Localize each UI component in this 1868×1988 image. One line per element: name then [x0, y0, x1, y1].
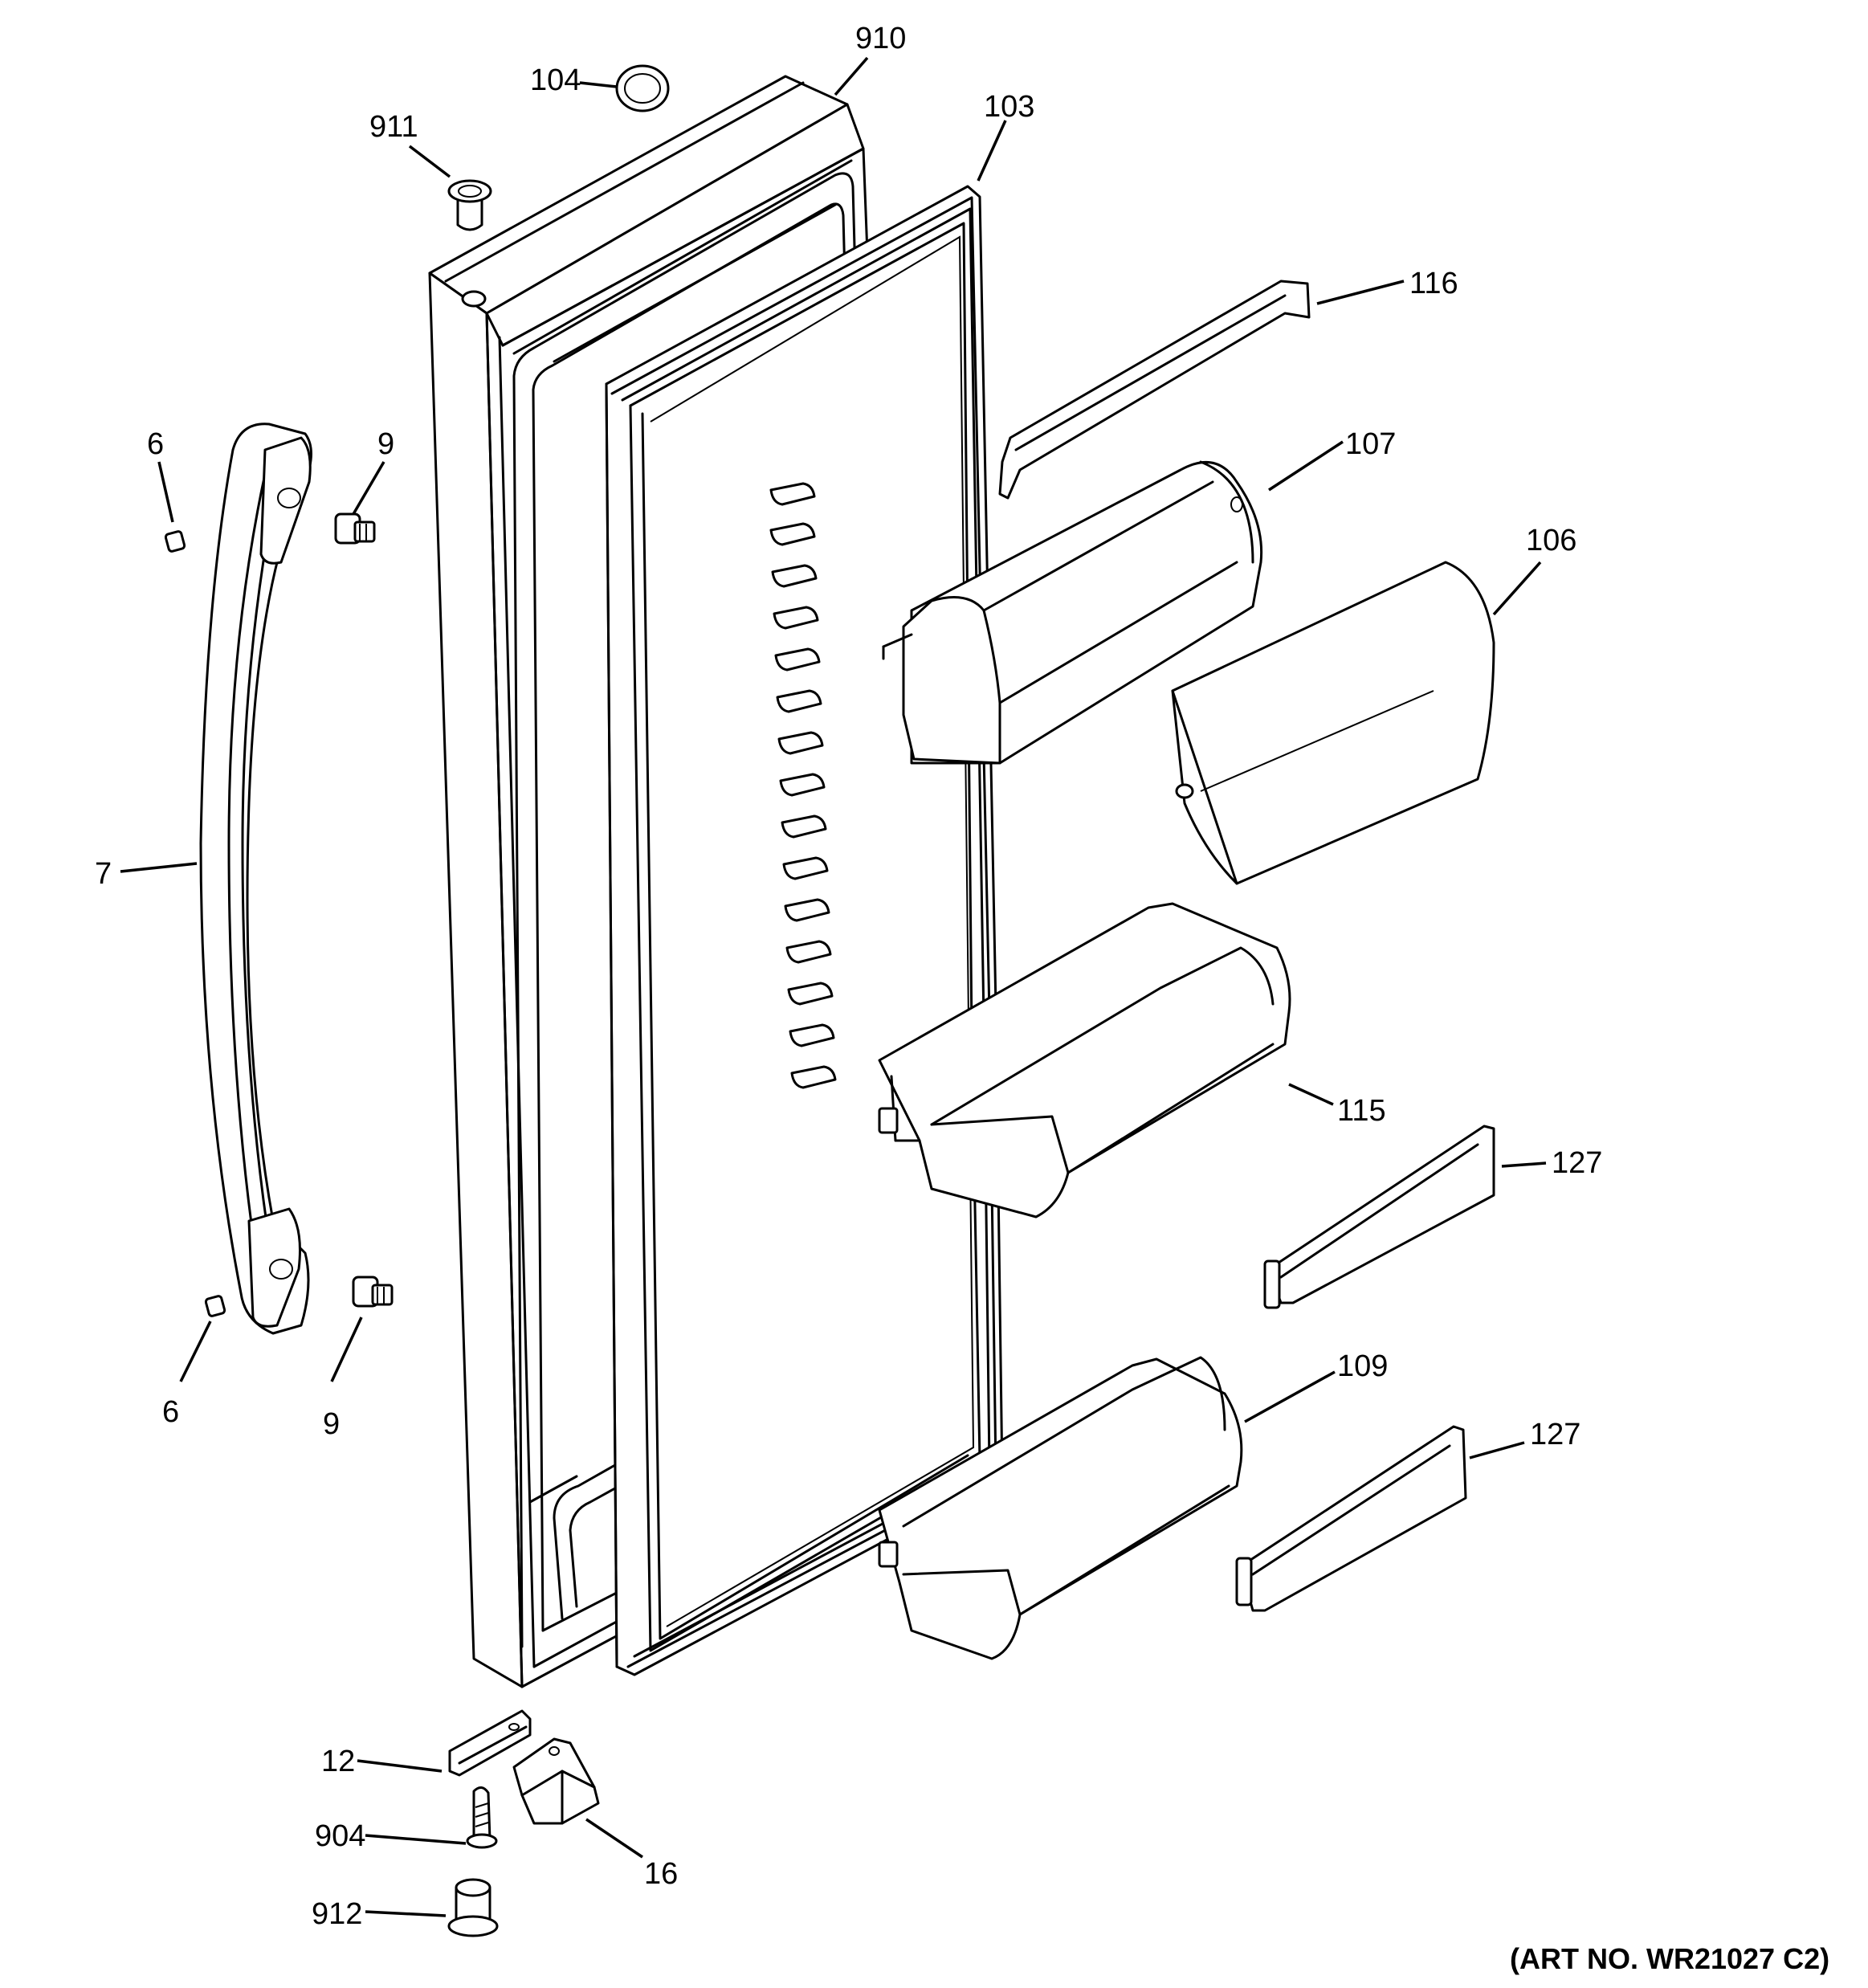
callout-9-bottom: 9 — [323, 1407, 340, 1441]
door-handle-7 — [199, 423, 312, 1335]
door-gasket-103 — [605, 185, 1004, 1676]
callout-109: 109 — [1337, 1349, 1388, 1383]
bottom-hinge-16 — [512, 1737, 600, 1825]
callout-911: 911 — [369, 110, 418, 144]
bushing-912 — [447, 1878, 499, 1937]
art-number: (ART NO. WR21027 C2) — [1510, 1942, 1830, 1975]
callout-115: 115 — [1337, 1094, 1386, 1128]
door-bin-109 — [878, 1356, 1243, 1660]
set-screw-6-bottom — [204, 1295, 226, 1317]
callout-127-top: 127 — [1552, 1146, 1602, 1180]
callout-7: 7 — [95, 857, 112, 891]
bin-front-127-bottom — [1235, 1425, 1467, 1612]
washer-104 — [615, 64, 670, 112]
callout-106: 106 — [1526, 524, 1576, 557]
callout-6-bottom: 6 — [162, 1395, 179, 1429]
callout-12: 12 — [321, 1745, 355, 1778]
screw-904 — [466, 1786, 498, 1849]
callout-6-top: 6 — [147, 427, 164, 461]
bushing-911 — [447, 179, 492, 231]
callout-127-bottom: 127 — [1530, 1418, 1580, 1451]
callout-104: 104 — [530, 63, 581, 97]
callout-16: 16 — [644, 1857, 678, 1891]
door-liner — [512, 172, 888, 1648]
bin-front-127-top — [1263, 1125, 1495, 1309]
leader-lines — [120, 56, 1547, 1917]
callout-904: 904 — [315, 1819, 365, 1853]
callout-103: 103 — [984, 90, 1034, 124]
mounting-stud-9-top — [334, 512, 376, 545]
door-bin-115 — [878, 902, 1291, 1219]
door-bin-107 — [882, 460, 1263, 765]
callout-labels: 910 104 911 103 116 107 106 6 9 7 115 12… — [95, 22, 1602, 1931]
callout-912: 912 — [312, 1897, 362, 1931]
bin-rail-116 — [998, 280, 1311, 500]
mounting-stud-9-bottom — [352, 1276, 394, 1308]
callout-910: 910 — [855, 22, 906, 55]
bin-cover-106 — [1171, 561, 1495, 885]
shelf-ribs — [769, 482, 837, 1089]
set-screw-6-top — [164, 530, 186, 553]
callout-9-top: 9 — [377, 427, 394, 461]
callout-107: 107 — [1345, 427, 1396, 461]
callout-116: 116 — [1409, 267, 1458, 300]
hinge-bracket-12 — [448, 1709, 532, 1777]
